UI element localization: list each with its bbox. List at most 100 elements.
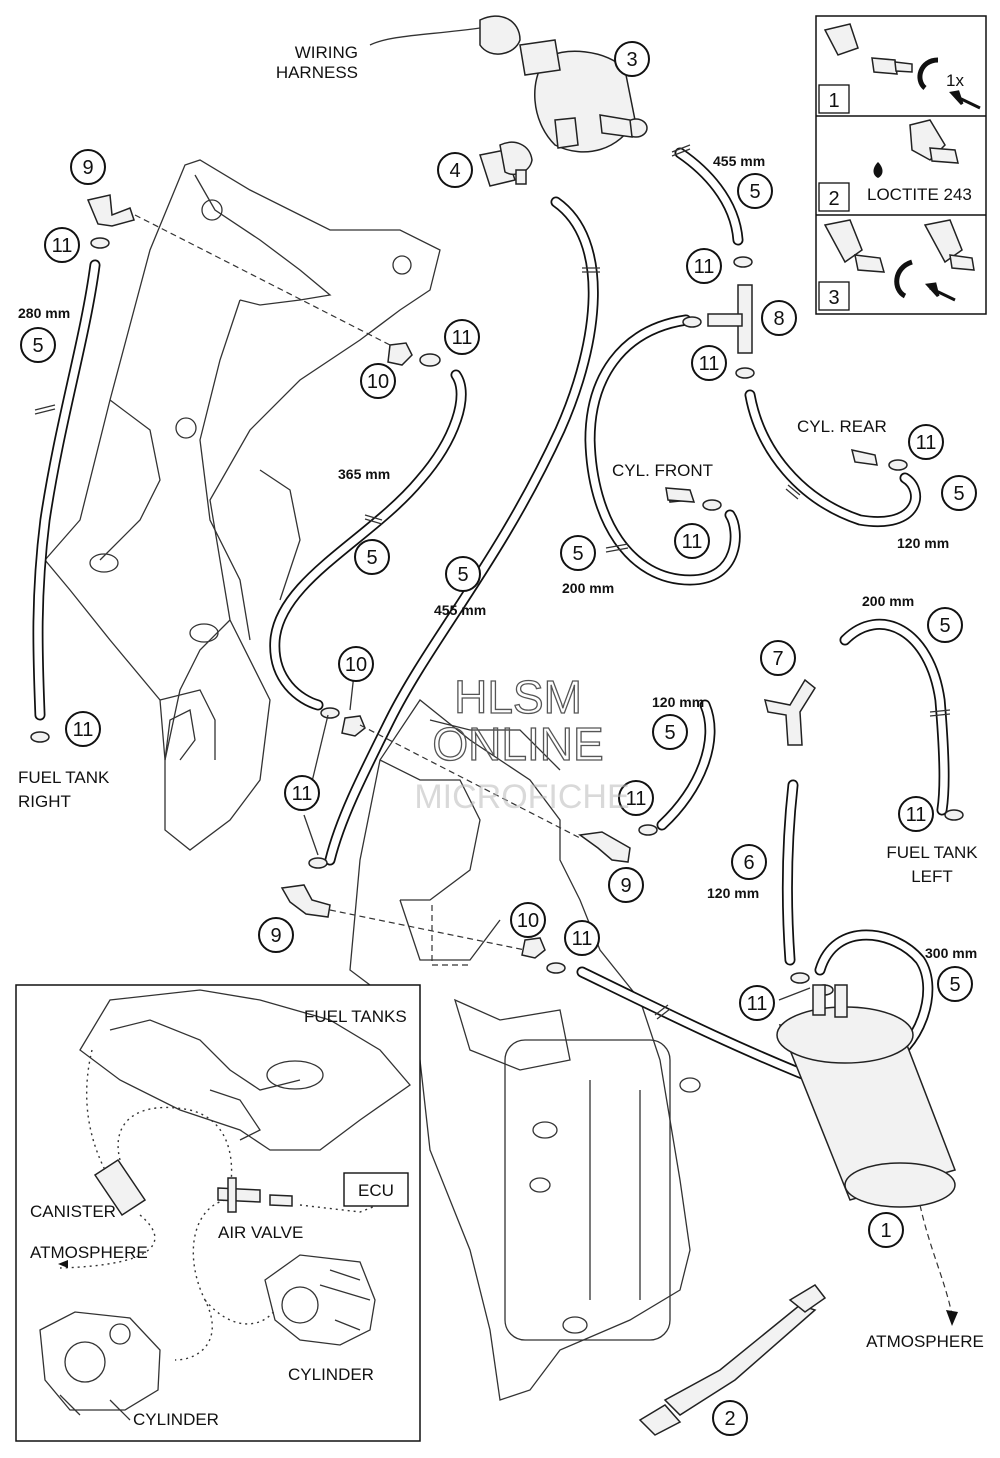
callout-10c: 10 — [510, 902, 546, 938]
inset-air-valve: AIR VALVE — [218, 1223, 303, 1242]
callout-11f: 11 — [564, 920, 600, 956]
len-455-top: 455 mm — [713, 153, 765, 169]
svg-text:11: 11 — [73, 719, 94, 741]
callout-3: 3 — [614, 41, 650, 77]
svg-text:11: 11 — [292, 783, 313, 805]
legend-step-1: 1 — [828, 90, 839, 112]
callout-5e: 5 — [941, 475, 977, 511]
elbow-fittings — [86, 194, 878, 918]
callout-8: 8 — [761, 300, 797, 336]
inset-cylinder-2: CYLINDER — [133, 1410, 219, 1429]
nuts — [341, 342, 546, 959]
t-piece-8 — [707, 284, 753, 354]
svg-text:5: 5 — [572, 543, 583, 565]
inset-fuel-tanks: FUEL TANKS — [304, 1007, 407, 1026]
right-fuel-tank-shroud — [44, 159, 441, 851]
callout-9c: 9 — [608, 867, 644, 903]
svg-text:9: 9 — [82, 157, 93, 179]
svg-text:8: 8 — [773, 308, 784, 330]
callout-5c: 5 — [445, 556, 481, 592]
svg-text:11: 11 — [682, 531, 703, 553]
callout-11h: 11 — [691, 345, 727, 381]
svg-text:1: 1 — [880, 1220, 891, 1242]
callout-9a: 9 — [70, 149, 106, 185]
callout-11c: 11 — [444, 319, 480, 355]
callout-5i: 5 — [937, 966, 973, 1002]
fuel-tank-right-2: RIGHT — [18, 792, 71, 811]
callout-circles: 9 11 5 11 3 4 11 10 5 5 10 11 9 9 11 10 … — [20, 41, 977, 1436]
svg-text:10: 10 — [367, 371, 389, 393]
svg-text:5: 5 — [749, 181, 760, 203]
callout-9b: 9 — [258, 917, 294, 953]
callout-10b: 10 — [338, 646, 374, 682]
callout-2: 2 — [712, 1400, 748, 1436]
clamps — [30, 237, 964, 996]
inset-ecu: ECU — [358, 1181, 394, 1200]
svg-text:5: 5 — [664, 722, 675, 744]
callout-5b: 5 — [354, 539, 390, 575]
svg-text:4: 4 — [449, 160, 460, 182]
legend-step-3: 3 — [828, 287, 839, 309]
schematic-inset: FUEL TANKS ECU CANISTER AIR VALVE ATMOSP… — [15, 984, 421, 1442]
callout-11i: 11 — [908, 424, 944, 460]
svg-text:2: 2 — [724, 1408, 735, 1430]
fuel-tank-left-2: LEFT — [911, 867, 953, 886]
watermark: HLSM ONLINE MICROFICHE — [414, 670, 629, 816]
svg-text:11: 11 — [906, 804, 927, 826]
svg-text:7: 7 — [772, 648, 783, 670]
svg-text:5: 5 — [953, 483, 964, 505]
cyl-front-label: CYL. FRONT — [612, 461, 713, 480]
inset-canister: CANISTER — [30, 1202, 116, 1221]
callout-11k: 11 — [898, 796, 934, 832]
svg-text:HLSM: HLSM — [454, 671, 582, 723]
solenoid-valve — [369, 15, 648, 153]
wiring-label-1: WIRING — [295, 43, 358, 62]
wiring-label-2: HARNESS — [276, 63, 358, 82]
atmosphere-label: ATMOSPHERE — [866, 1332, 984, 1351]
svg-text:5: 5 — [939, 615, 950, 637]
svg-text:10: 10 — [345, 654, 367, 676]
inset-cylinder-1: CYLINDER — [288, 1365, 374, 1384]
svg-text:11: 11 — [916, 432, 937, 454]
hose-cut-marks — [34, 144, 951, 1020]
hoses — [32, 147, 950, 1091]
len-455: 455 mm — [434, 602, 486, 618]
text-labels: WIRING HARNESS FUEL TANK RIGHT FUEL TANK… — [18, 43, 984, 1351]
y-piece-7 — [763, 678, 816, 746]
callout-5h: 5 — [652, 714, 688, 750]
callout-11b: 11 — [65, 711, 101, 747]
callout-11e: 11 — [618, 780, 654, 816]
callout-11l: 11 — [739, 985, 775, 1021]
callout-1: 1 — [868, 1212, 904, 1248]
callout-5g: 5 — [927, 607, 963, 643]
inset-atmosphere: ATMOSPHERE — [30, 1243, 148, 1262]
cyl-rear-label: CYL. REAR — [797, 417, 887, 436]
svg-text:5: 5 — [949, 974, 960, 996]
svg-text:5: 5 — [457, 564, 468, 586]
svg-text:11: 11 — [694, 256, 715, 278]
svg-text:9: 9 — [270, 925, 281, 947]
len-120-6: 120 mm — [707, 885, 759, 901]
svg-text:10: 10 — [517, 910, 539, 932]
drain-hose — [638, 1284, 827, 1436]
fuel-tank-right-1: FUEL TANK — [18, 768, 110, 787]
svg-text:11: 11 — [699, 353, 720, 375]
charcoal-canister — [776, 984, 958, 1326]
len-200-front: 200 mm — [562, 580, 614, 596]
callout-10a: 10 — [360, 363, 396, 399]
valve-bracket — [479, 141, 533, 187]
fuel-tank-left-1: FUEL TANK — [886, 843, 978, 862]
svg-text:5: 5 — [366, 547, 377, 569]
len-200-right: 200 mm — [862, 593, 914, 609]
len-280: 280 mm — [18, 305, 70, 321]
callout-4: 4 — [437, 152, 473, 188]
callout-11a: 11 — [44, 227, 80, 263]
assembly-legend: 1 2 3 1x LOCTITE 243 — [815, 15, 987, 315]
svg-text:11: 11 — [572, 928, 593, 950]
svg-text:11: 11 — [452, 327, 473, 349]
legend-1x: 1x — [946, 71, 964, 90]
callout-11d: 11 — [284, 775, 320, 811]
cylinder-nipples — [665, 487, 696, 503]
callout-7: 7 — [760, 640, 796, 676]
